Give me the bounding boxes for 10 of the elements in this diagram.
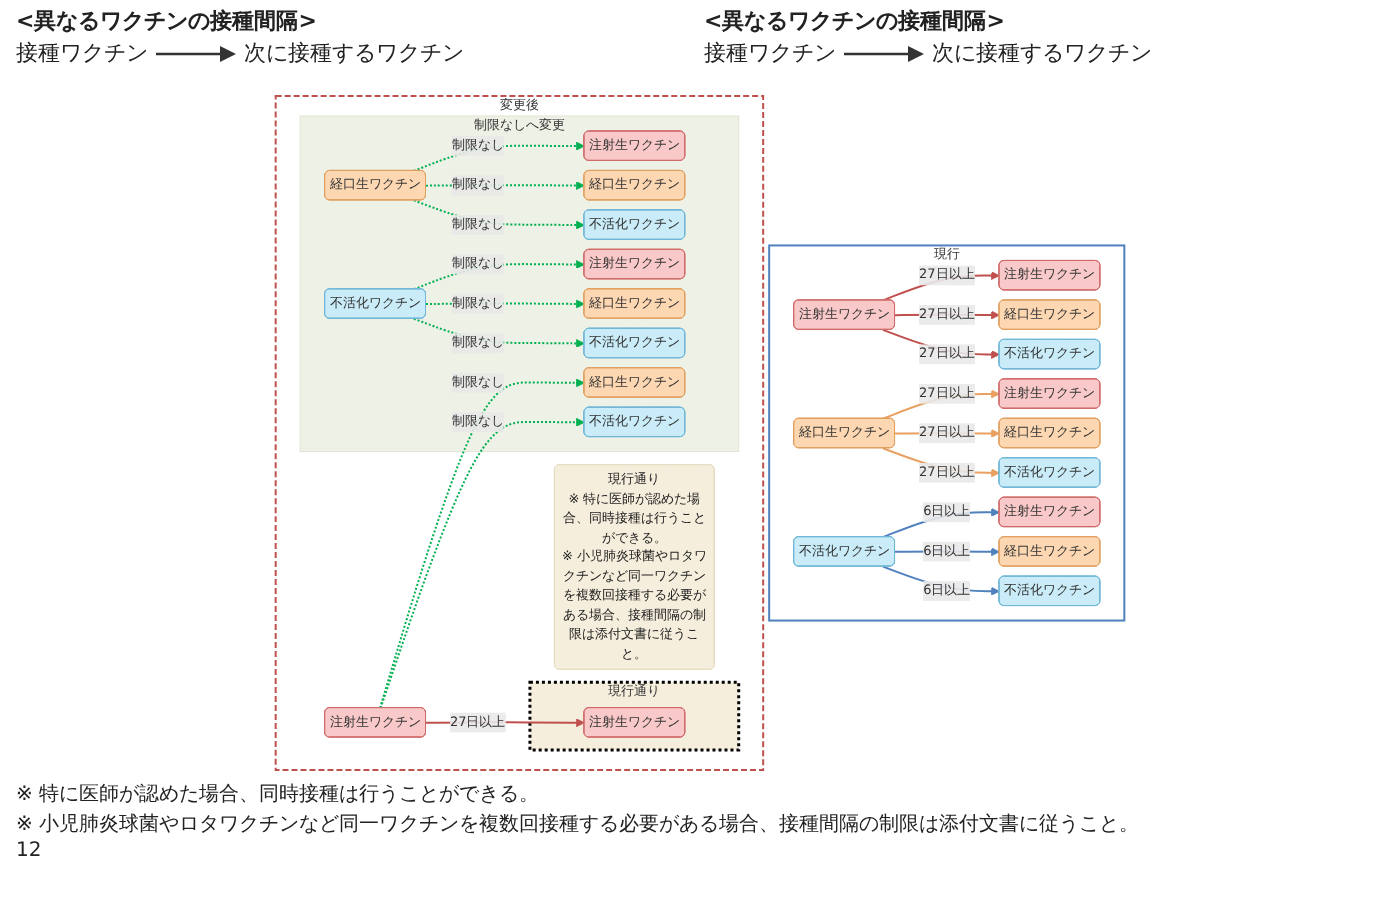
arrow: [881, 507, 1000, 539]
column-label: 接種ワクチン: [16, 38, 148, 68]
column-label: 次に接種するワクチン: [932, 38, 1152, 68]
heading: <異なるワクチンの接種間隔>: [704, 8, 1005, 34]
note-text: ※ 小児肺炎球菌やロタワクチンなど同一ワクチンを複数回接種する必要がある場合、接種間隔の制限は添付文書に従うこと。: [16, 814, 1140, 836]
page-number: 12: [16, 840, 42, 862]
column-label: 接種ワクチン: [704, 38, 836, 68]
heading: <異なるワクチンの接種間隔>: [16, 8, 317, 34]
column-label: 次に接種するワクチン: [244, 38, 464, 68]
note-text: ※ 特に医師が認めた場合、同時接種は行うことができる。: [16, 784, 540, 806]
